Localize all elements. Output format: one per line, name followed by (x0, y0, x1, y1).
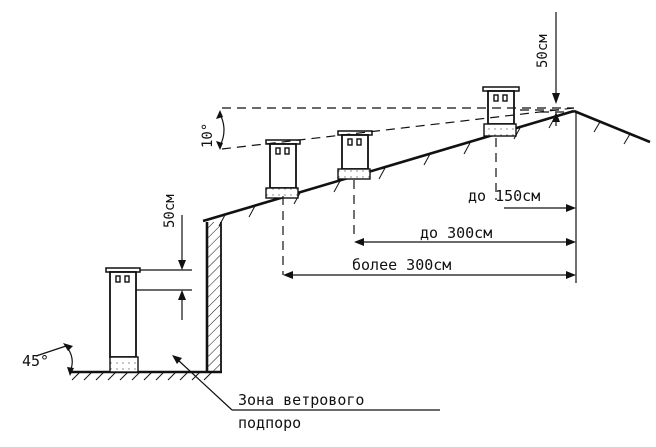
chimney-roof-near-ridge (482, 86, 520, 137)
dimension-300cm-label: до 300см (420, 224, 492, 242)
ground (70, 370, 222, 381)
dimension-300cm: до 300см (354, 224, 576, 246)
top-50cm-marker: 50см (535, 12, 560, 126)
top-50cm-label: 50см (535, 34, 551, 68)
angle-10-marker: 10° (200, 110, 225, 150)
angle-45-marker: 45° (22, 343, 74, 376)
roof-hatching (218, 116, 631, 227)
chimney-ground (105, 267, 141, 373)
wind-zone-callout: Зона ветрового подпоро (172, 355, 440, 432)
wind-zone-label-line2: подпоро (238, 414, 301, 432)
angle-10-label: 10° (200, 123, 216, 148)
angle-45-label: 45° (22, 352, 49, 370)
left-50cm-marker: 50см (136, 194, 192, 320)
dimension-over-300cm-label: более 300см (352, 256, 451, 274)
dimension-150cm-label: до 150см (468, 187, 540, 205)
wind-zone-label-line1: Зона ветрового (238, 391, 364, 409)
left-50cm-label: 50см (162, 194, 178, 228)
building-wall (205, 222, 222, 372)
ground-hatching (71, 371, 213, 381)
dimension-150cm: до 150см (468, 187, 576, 212)
reference-dashed-lines (221, 107, 575, 275)
chimney-roof-far (265, 139, 301, 199)
dimension-over-300cm: более 300см (283, 256, 576, 279)
chimney-roof-mid (337, 130, 373, 180)
